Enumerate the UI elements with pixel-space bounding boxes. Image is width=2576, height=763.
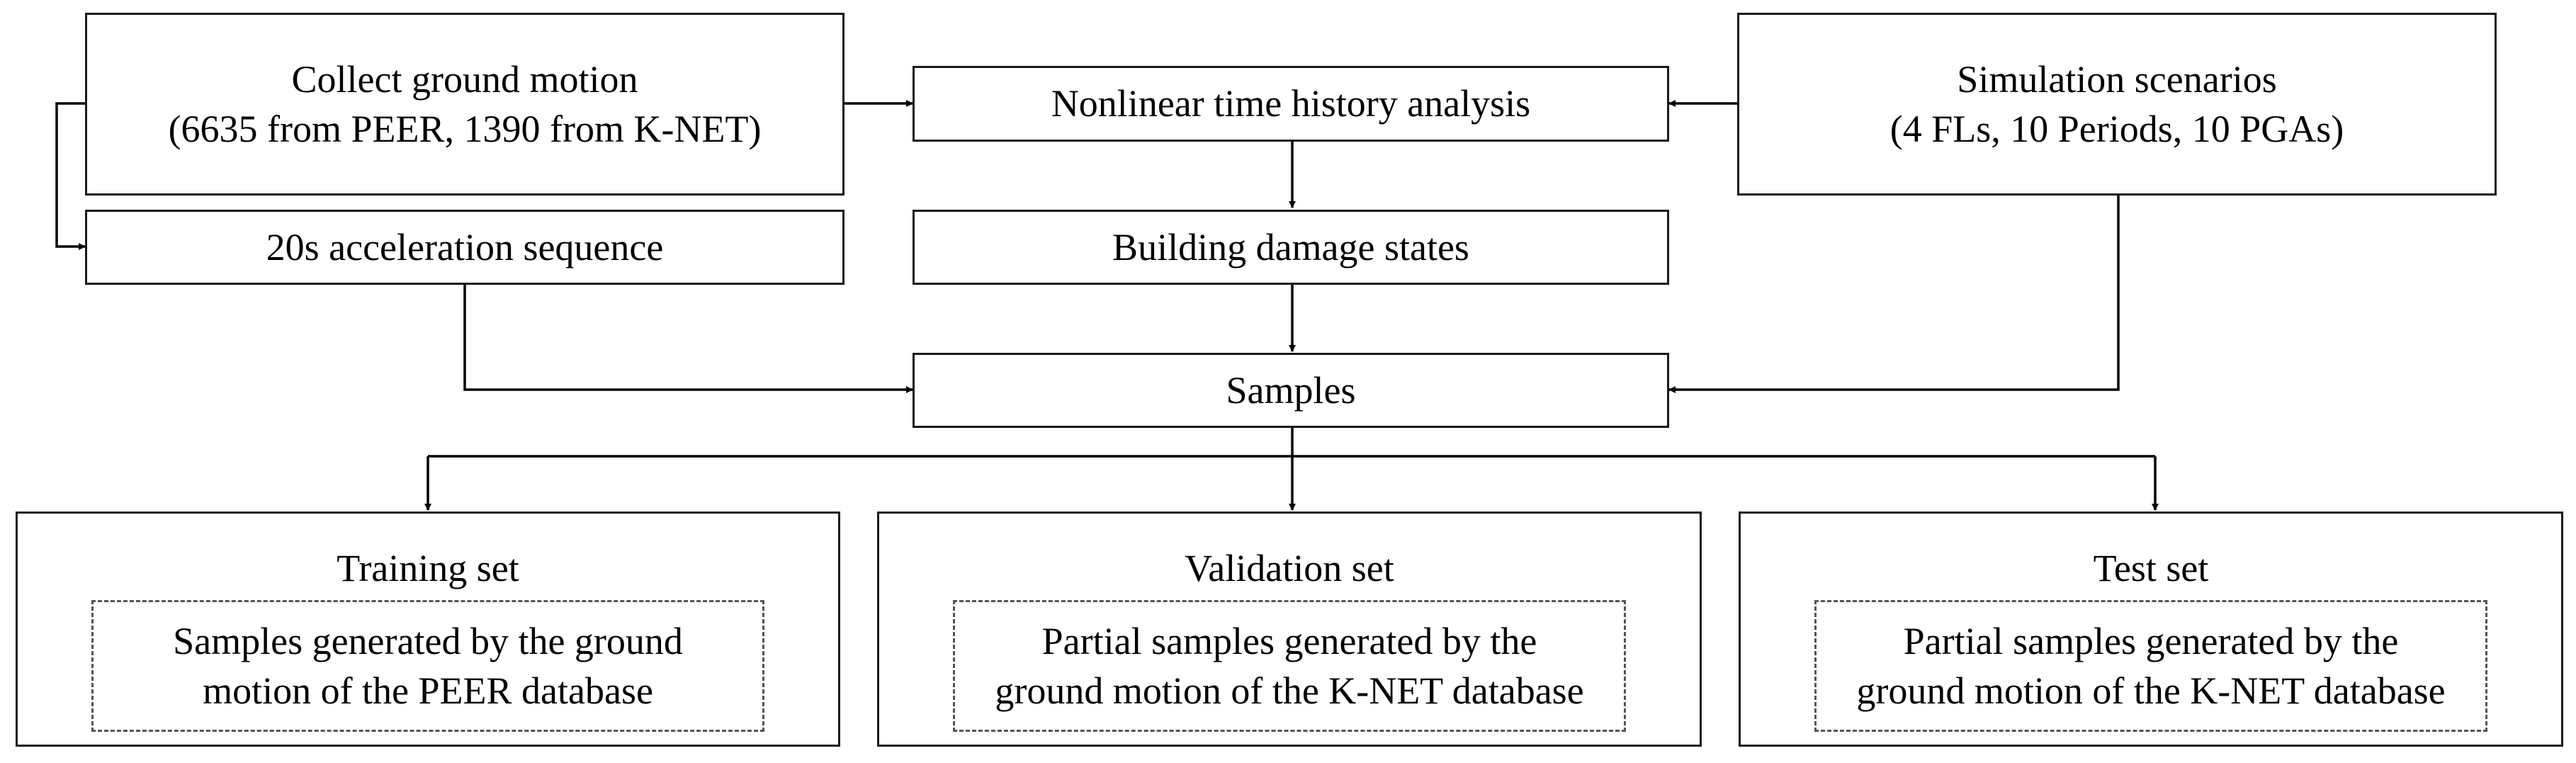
collect-ground-motion-title: Collect ground motion [291,57,638,101]
connector-samples-split [428,428,2155,458]
simulation-scenarios-node: Simulation scenarios (4 FLs, 10 Periods,… [1737,13,2497,196]
test-set-description-box: Partial samples generated by the ground … [1814,600,2487,733]
arrow-acceleration-to-samples [463,285,913,393]
validation-set-description-line2: ground motion of the K-NET database [995,669,1584,713]
collect-ground-motion-node: Collect ground motion (6635 from PEER, 1… [85,13,844,196]
validation-set-title: Validation set [1185,547,1394,589]
training-set-description-box: Samples generated by the ground motion o… [91,600,764,733]
acceleration-sequence-node: 20s acceleration sequence [85,210,844,285]
validation-set-description-line1: Partial samples generated by the [1041,620,1537,662]
test-set-description-line2: ground motion of the K-NET database [1856,669,2446,713]
training-set-description-line1: Samples generated by the ground [173,620,683,662]
test-set-node: Test set Partial samples generated by th… [1739,512,2563,747]
samples-node: Samples [913,353,1669,428]
nonlinear-analysis-node: Nonlinear time history analysis [913,66,1669,142]
training-set-node: Training set Samples generated by the gr… [16,512,840,747]
building-damage-states-label: Building damage states [1112,225,1469,269]
simulation-scenarios-params: (4 FLs, 10 Periods, 10 PGAs) [1889,108,2344,150]
arrow-collect-to-acceleration [55,102,86,250]
simulation-scenarios-title: Simulation scenarios [1957,57,2277,101]
training-set-title: Training set [337,547,519,589]
arrow-simulation-to-samples [1668,196,2120,393]
test-set-description-line1: Partial samples generated by the [1903,620,2399,662]
validation-set-node: Validation set Partial samples generated… [877,512,1702,747]
building-damage-states-node: Building damage states [913,210,1669,285]
acceleration-sequence-label: 20s acceleration sequence [266,225,664,269]
samples-label: Samples [1226,368,1356,412]
test-set-title: Test set [2093,547,2209,589]
collect-ground-motion-sources: (6635 from PEER, 1390 from K-NET) [168,108,762,150]
training-set-description-line2: motion of the PEER database [203,669,653,713]
nonlinear-analysis-label: Nonlinear time history analysis [1051,82,1531,125]
validation-set-description-box: Partial samples generated by the ground … [953,600,1626,733]
